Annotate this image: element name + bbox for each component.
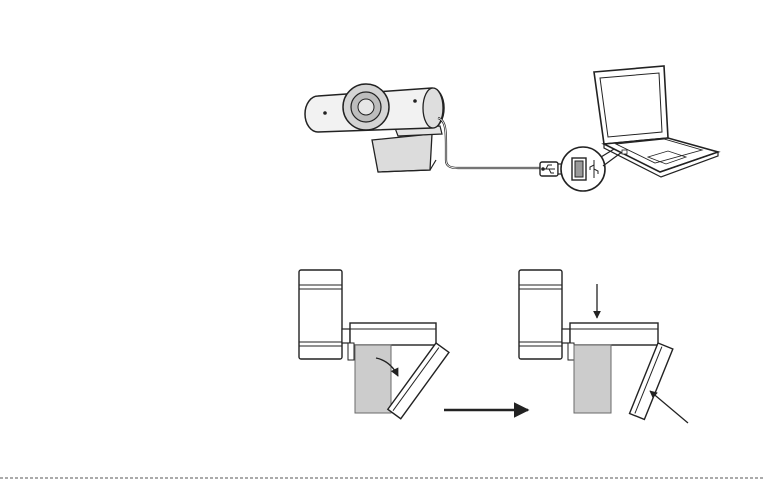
push-leg-arrow	[650, 391, 688, 423]
mount-figure	[299, 270, 688, 423]
clip-leg	[630, 343, 673, 419]
monitor-edge	[355, 345, 391, 413]
status-led	[323, 111, 327, 115]
clip-plate	[350, 323, 436, 345]
webcam-clip	[372, 126, 442, 172]
laptop	[594, 66, 718, 177]
mount-step-2	[519, 270, 688, 423]
lens-center	[358, 99, 374, 115]
mount-step-1	[299, 270, 449, 419]
monitor-edge	[574, 345, 611, 413]
usb-cable	[438, 118, 540, 168]
connect-figure	[305, 66, 718, 191]
clip-plate	[570, 323, 658, 345]
laptop-screen	[600, 73, 662, 137]
laptop-usb-port	[622, 150, 627, 154]
clip-leg	[388, 343, 449, 419]
mic-dot	[413, 99, 417, 103]
webcam	[305, 84, 444, 132]
